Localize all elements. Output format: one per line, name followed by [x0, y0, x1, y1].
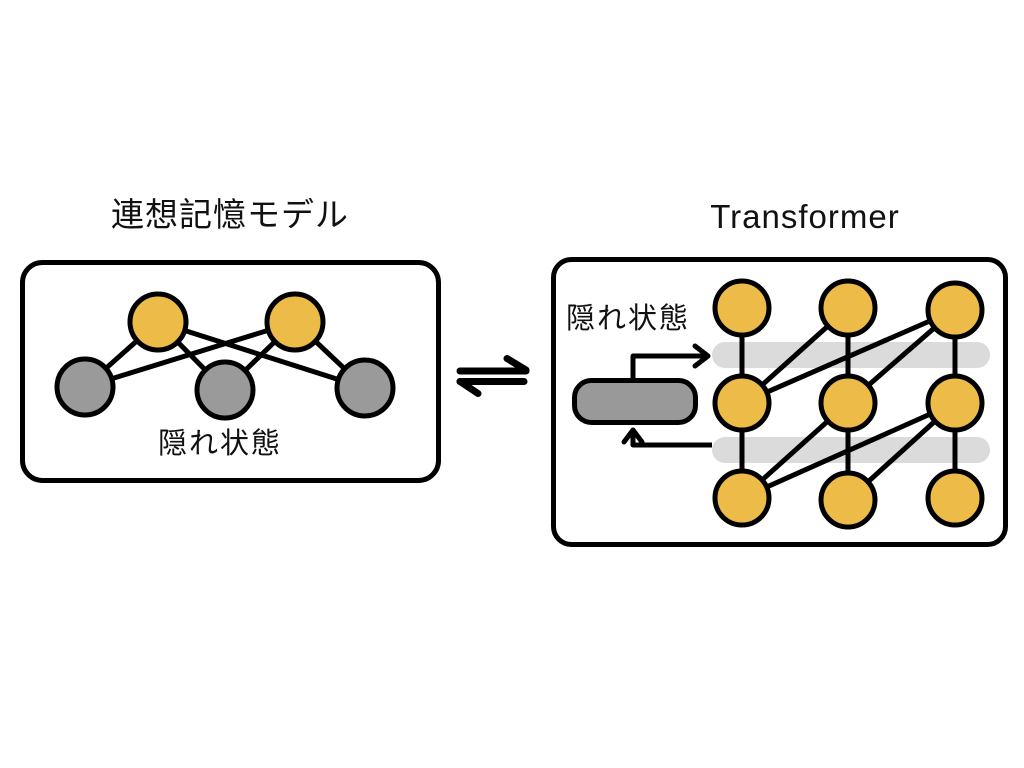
- token-nodes: [712, 278, 985, 530]
- token-node-r2c1: [712, 373, 772, 433]
- token-node-r3c3: [925, 468, 985, 528]
- hidden-state-label-left: 隠れ状態: [157, 428, 282, 460]
- memory-node-yellow-1: [127, 291, 189, 353]
- left-panel-title: 連想記憶モデル: [111, 196, 349, 233]
- equilibrium-arrows-icon: [456, 355, 530, 397]
- token-node-r1c2: [818, 278, 878, 338]
- token-node-r3c2: [818, 470, 878, 530]
- memory-node-gray-3: [334, 357, 396, 419]
- transformer-panel: [551, 257, 1008, 547]
- recurrence-arrow-in: [621, 427, 712, 448]
- token-node-r1c3: [925, 280, 985, 340]
- memory-node-yellow-2: [264, 291, 326, 353]
- token-node-r2c3: [925, 373, 985, 433]
- token-node-r2c2: [818, 373, 878, 433]
- memory-node-gray-1: [54, 356, 116, 418]
- hidden-state-label-right: 隠れ状態: [566, 303, 691, 335]
- token-node-r1c1: [712, 278, 772, 338]
- memory-node-gray-2: [194, 359, 256, 421]
- right-panel-title: Transformer: [710, 198, 900, 235]
- hidden-state-pill: [572, 378, 698, 425]
- associative-memory-panel: [20, 260, 441, 483]
- recurrence-arrow-out: [630, 343, 711, 380]
- token-node-r3c1: [712, 468, 772, 528]
